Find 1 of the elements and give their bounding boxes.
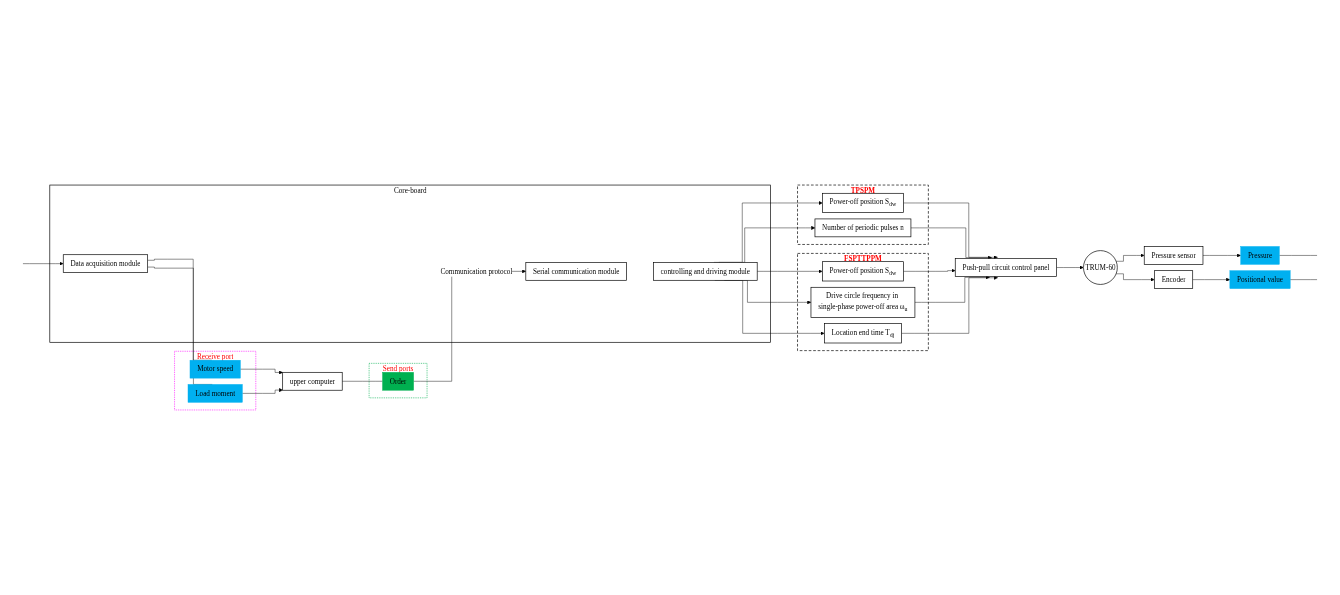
connector <box>342 381 383 382</box>
